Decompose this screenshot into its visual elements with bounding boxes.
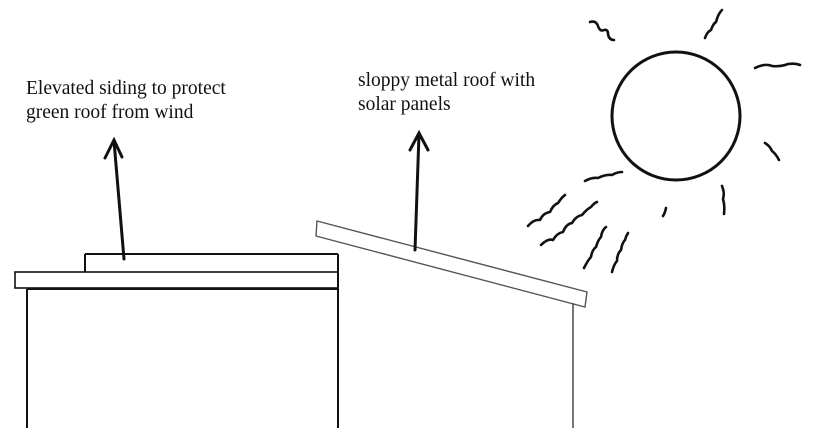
elevated-siding-label: Elevated siding to protect green roof fr… (26, 77, 226, 125)
sun-ray (610, 231, 630, 274)
metal-roof-label-line2: solar panels (358, 94, 451, 115)
metal-roof-label: sloppy metal roof with solar panels (358, 69, 535, 117)
sun-ray (588, 20, 616, 42)
sun-ray (526, 193, 567, 228)
sun-ray (582, 225, 608, 270)
sun-disc (610, 50, 742, 182)
right-building (315, 220, 588, 428)
annotation-arrows (103, 129, 430, 261)
roof-arrow (408, 129, 430, 252)
metal-roof-label-line1: sloppy metal roof with (358, 70, 536, 91)
sun-ray (583, 170, 624, 183)
flat-roof-slab (14, 271, 339, 289)
sun-ray (539, 200, 599, 247)
sun-ray (753, 62, 802, 70)
elevated-siding-label-line1: Elevated siding to protect (26, 78, 226, 99)
elevated-siding-label-line2: green roof from wind (26, 102, 194, 123)
sloped-metal-roof (315, 220, 588, 308)
sun-ray (720, 184, 726, 216)
siding-arrow (103, 136, 126, 261)
sun-ray (703, 8, 724, 40)
sun-ray (661, 206, 668, 218)
sun (526, 8, 802, 274)
sun-ray (763, 141, 781, 162)
left-building (14, 253, 339, 428)
